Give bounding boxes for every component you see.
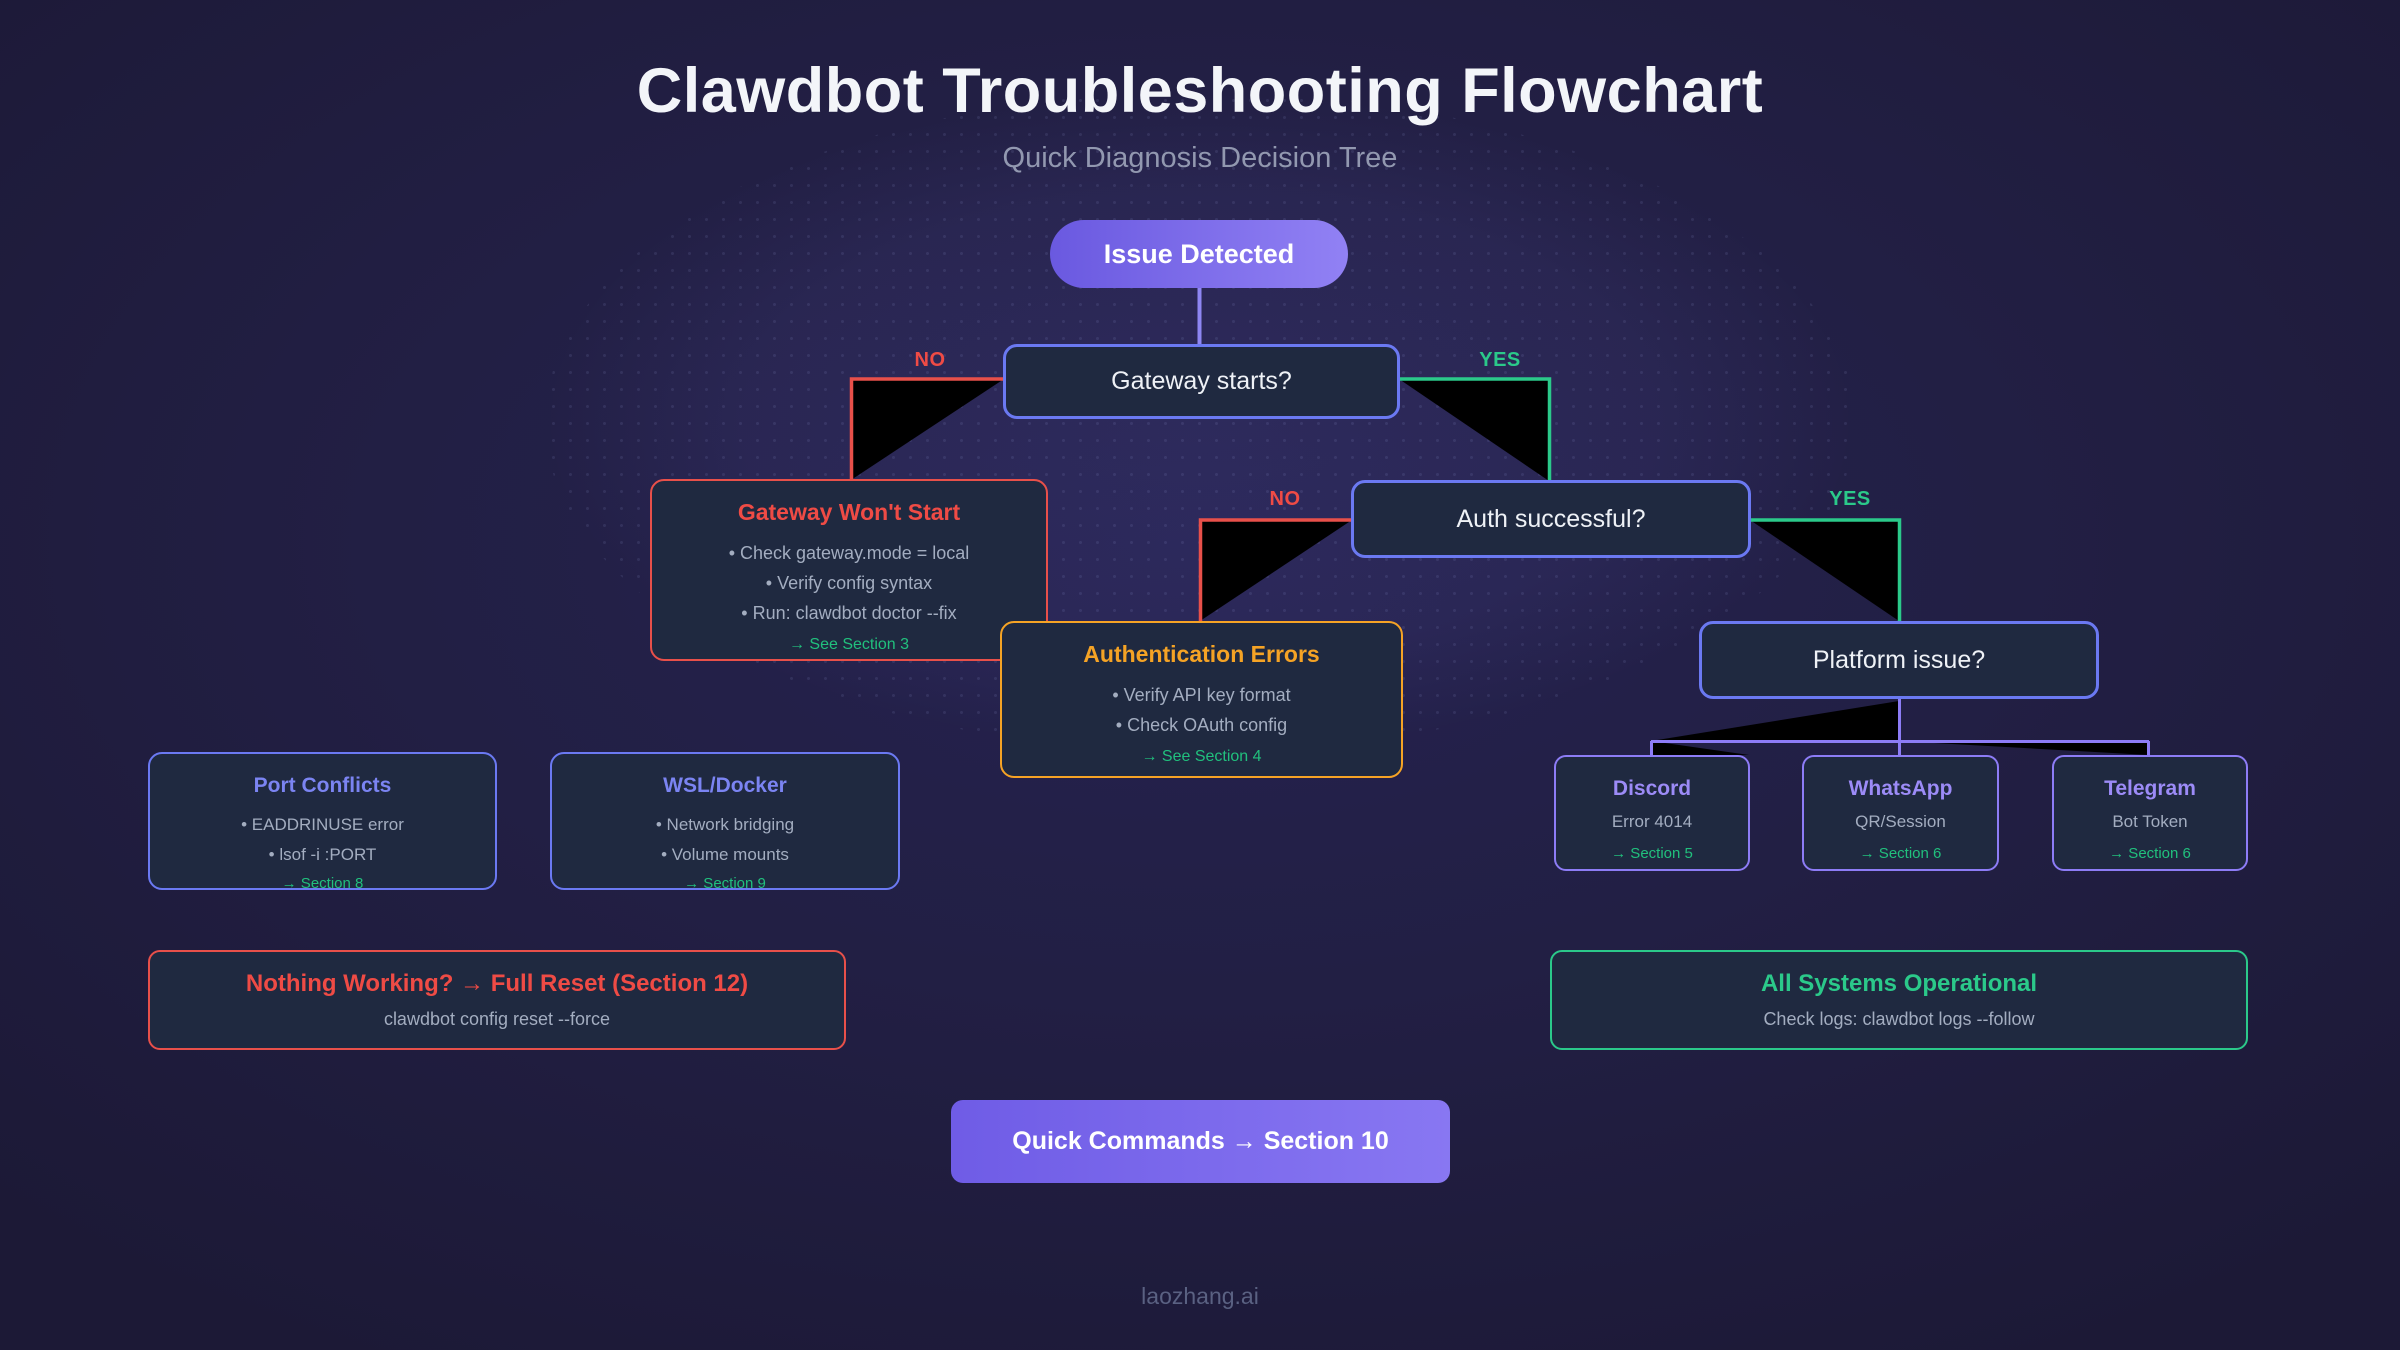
- bullet-item: • EADDRINUSE error: [241, 815, 404, 834]
- telegram-subtitle: Bot Token: [2112, 812, 2188, 831]
- auth-successful-label: Auth successful?: [1456, 504, 1646, 533]
- all-systems-command: Check logs: clawdbot logs --follow: [1763, 1009, 2035, 1029]
- bullet-item: • Volume mounts: [661, 845, 789, 864]
- auth-errors-title: Authentication Errors: [1083, 641, 1320, 667]
- section-link: → Section 6: [1859, 845, 1942, 862]
- node-platform-issue: Platform issue?: [1699, 621, 2099, 699]
- wedge-platform-discord: [1651, 741, 1749, 755]
- full-reset-command: clawdbot config reset --force: [383, 1009, 611, 1029]
- branch-label-gateway-yes: YES: [1479, 349, 1521, 371]
- gateway-starts-label: Gateway starts?: [1111, 367, 1292, 395]
- footer-brand: laozhang.ai: [1141, 1283, 1259, 1309]
- wedge-platform-left: [1651, 701, 1899, 741]
- bullet-item: • Run: clawdbot doctor --fix: [741, 603, 957, 623]
- node-gateway-starts: Gateway starts?: [1003, 344, 1400, 419]
- wsl-docker-title: WSL/Docker: [663, 774, 787, 797]
- node-issue-detected: Issue Detected: [1050, 220, 1348, 288]
- node-telegram: Telegram Bot Token → Section 6: [2052, 755, 2248, 871]
- bullet-item: • Network bridging: [655, 815, 795, 834]
- auth-errors-items: • Verify API key format • Check OAuth co…: [1112, 680, 1290, 740]
- node-discord: Discord Error 4014 → Section 5: [1554, 755, 1750, 871]
- full-reset-title: Nothing Working? → Full Reset (Section 1…: [245, 970, 749, 997]
- bullet-item: • Check gateway.mode = local: [728, 543, 970, 563]
- node-port-conflicts: Port Conflicts • EADDRINUSE error • lsof…: [148, 752, 497, 892]
- page-title: Clawdbot Troubleshooting Flowchart: [636, 56, 1764, 126]
- port-conflicts-items: • EADDRINUSE error • lsof -i :PORT: [241, 810, 404, 870]
- discord-subtitle: Error 4014: [1611, 812, 1693, 831]
- discord-title: Discord: [1612, 777, 1692, 800]
- node-wsl-docker: WSL/Docker • Network bridging • Volume m…: [550, 752, 900, 892]
- gateway-wont-start-title: Gateway Won't Start: [737, 499, 961, 525]
- bullet-item: • Check OAuth config: [1115, 715, 1288, 735]
- connector-gateway-yes: [1399, 377, 1552, 481]
- wedge-gateway-no: [851, 379, 1004, 480]
- node-all-systems-operational: All Systems Operational Check logs: claw…: [1550, 950, 2248, 1050]
- connector-auth-no: [1198, 518, 1352, 622]
- quick-commands-button: Quick Commands → Section 10: [951, 1100, 1450, 1183]
- wsl-docker-items: • Network bridging • Volume mounts: [656, 810, 794, 870]
- section-link: → Section 8: [281, 875, 364, 892]
- section-link: → Section 5: [1611, 845, 1693, 862]
- branch-label-auth-no: NO: [1269, 488, 1301, 510]
- bullet-item: • Verify config syntax: [765, 573, 933, 593]
- port-conflicts-title: Port Conflicts: [253, 774, 392, 797]
- gateway-wont-start-items: • Check gateway.mode = local • Verify co…: [729, 538, 970, 628]
- section-link: → Section 9: [684, 875, 766, 892]
- node-auth-errors: Authentication Errors • Verify API key f…: [1000, 621, 1403, 778]
- node-whatsapp: WhatsApp QR/Session → Section 6: [1802, 755, 1999, 871]
- bullet-item: • Verify API key format: [1112, 685, 1291, 705]
- section-link: → See Section 3: [788, 636, 910, 653]
- connector-platform-tree: [1650, 699, 2150, 756]
- wedge-auth-no: [1200, 520, 1352, 621]
- wedge-auth-yes: [1750, 520, 1899, 621]
- branch-label-auth-yes: YES: [1829, 488, 1871, 510]
- branch-label-gateway-no: NO: [914, 349, 946, 371]
- telegram-title: Telegram: [2104, 777, 2196, 800]
- wedge-platform-right: [1899, 741, 2149, 755]
- whatsapp-subtitle: QR/Session: [1855, 812, 1946, 831]
- whatsapp-title: WhatsApp: [1848, 777, 1953, 800]
- node-gateway-wont-start: Gateway Won't Start • Check gateway.mode…: [650, 479, 1048, 661]
- page-subtitle: Quick Diagnosis Decision Tree: [1002, 142, 1398, 174]
- node-auth-successful: Auth successful?: [1351, 480, 1751, 558]
- platform-issue-label: Platform issue?: [1812, 645, 1986, 674]
- node-full-reset: Nothing Working? → Full Reset (Section 1…: [148, 950, 846, 1050]
- all-systems-title: All Systems Operational: [1760, 970, 2038, 997]
- connector-gateway-no: [849, 377, 1004, 480]
- bullet-item: • lsof -i :PORT: [268, 845, 377, 864]
- section-link: → See Section 4: [1141, 748, 1262, 765]
- section-link: → Section 6: [2109, 845, 2191, 862]
- wedge-gateway-yes: [1399, 379, 1549, 481]
- connector-auth-yes: [1750, 518, 1902, 622]
